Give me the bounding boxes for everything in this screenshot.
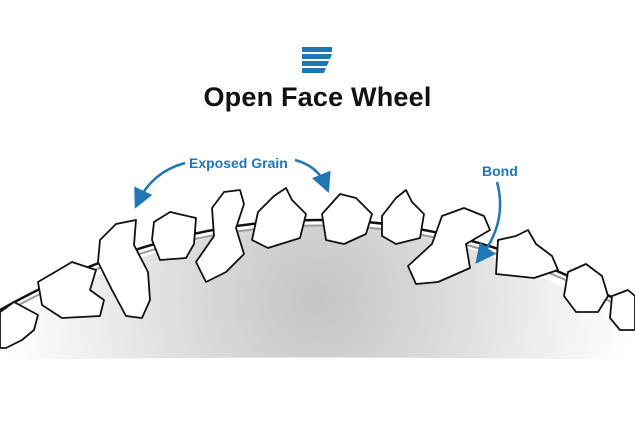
wheel-body [0,225,635,360]
grain-12 [609,289,635,331]
grain-6 [251,187,307,249]
stacked-stripes-logo-icon [302,47,332,73]
bond-label: Bond [482,163,518,179]
grain-8 [381,189,425,245]
grain-1 [0,301,39,349]
grain-11 [563,263,609,313]
diagram-title: Open Face Wheel [203,82,432,112]
grain-2 [37,261,105,319]
grain-4 [151,211,197,261]
grain-7 [321,193,373,245]
exposed-grain-left-arrow [134,161,186,209]
exposed-grain-label: Exposed Grain [189,155,288,171]
grain-5 [195,189,245,283]
grain-10 [495,229,559,279]
bond-arrow [475,181,502,264]
exposed-grain-right-arrow [294,158,331,193]
grain-9 [407,207,491,285]
grain-3 [97,219,151,319]
